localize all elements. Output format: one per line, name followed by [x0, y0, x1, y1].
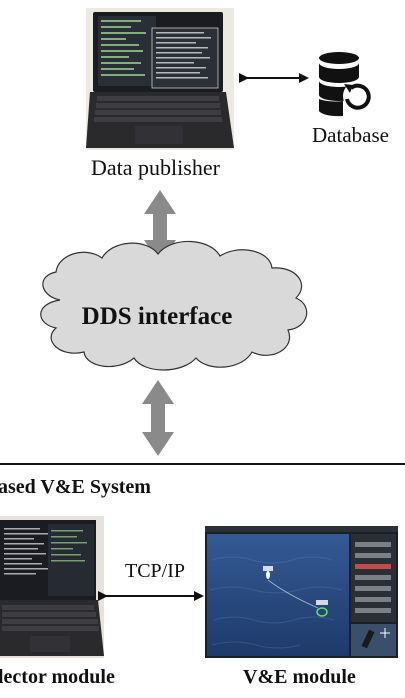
dds-system-arrow: [142, 380, 174, 456]
laptop-photo-collector: [0, 516, 104, 658]
system-divider: [0, 463, 405, 465]
system-title: ased V&E System: [0, 476, 151, 498]
laptop-photo-publisher: [86, 8, 234, 150]
collector-module-label: lector module: [0, 666, 115, 688]
database-label: Database: [312, 123, 389, 147]
database-sync-icon: [319, 52, 373, 117]
data-publisher-label: Data publisher: [91, 155, 220, 180]
simulator-screenshot: [205, 526, 398, 658]
ve-module-label: V&E module: [243, 666, 356, 688]
tcp-ip-label: TCP/IP: [125, 560, 186, 582]
dds-cloud: [40, 240, 308, 371]
